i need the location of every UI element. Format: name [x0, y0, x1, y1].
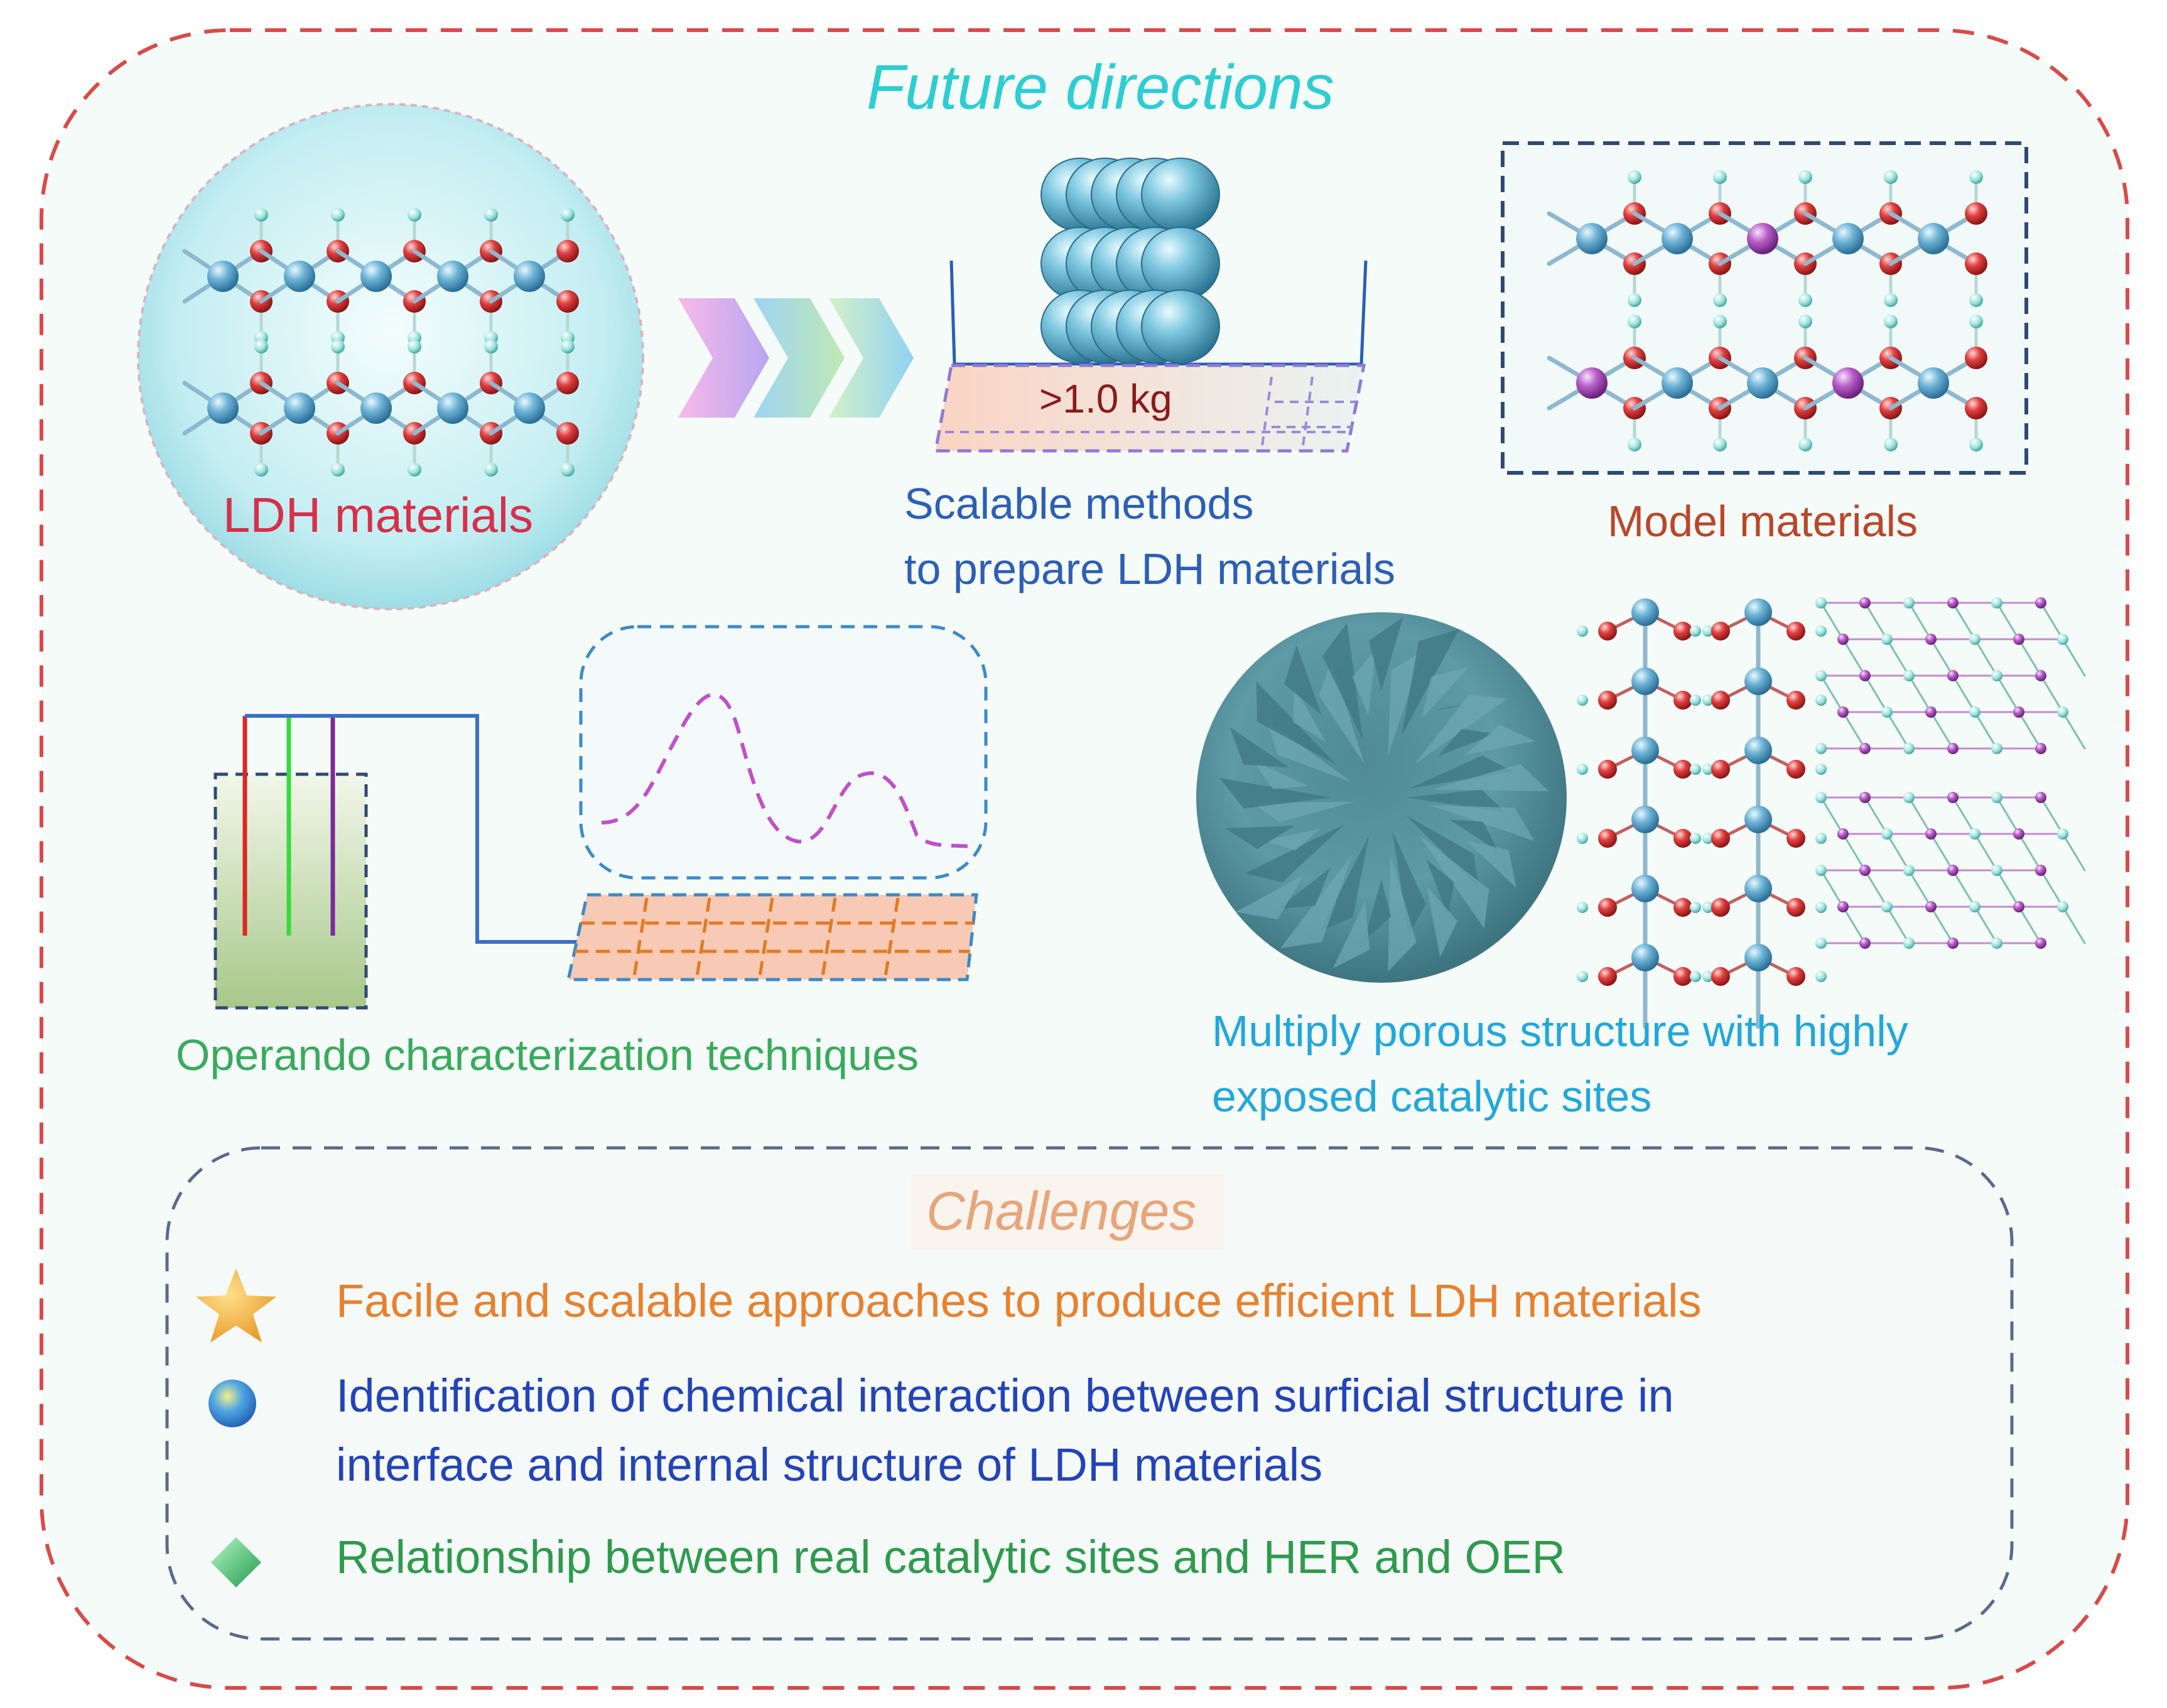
mass-label: >1.0 kg [1039, 376, 1172, 421]
challenge-2-line-1: Identification of chemical interaction b… [336, 1370, 1674, 1422]
lattice-structure-illustration [1577, 597, 2086, 1029]
sphere-bullet-icon [208, 1380, 256, 1427]
porous-flower-illustration [1196, 612, 1567, 983]
challenge-item-2: Identification of chemical interaction b… [336, 1361, 1674, 1500]
scale-up-reactor-illustration [933, 158, 1368, 453]
chevron-arrow-icon [678, 298, 914, 418]
model-materials-label: Model materials [1608, 497, 1918, 546]
porous-line-2: exposed catalytic sites [1212, 1072, 1652, 1121]
challenge-item-3: Relationship between real catalytic site… [336, 1523, 1565, 1592]
star-icon [196, 1268, 276, 1343]
ldh-bubble-illustration [137, 103, 644, 610]
diamond-icon [211, 1537, 261, 1587]
scalable-line-1: Scalable methods [904, 479, 1254, 528]
challenge-item-1: Facile and scalable approaches to produc… [336, 1267, 1702, 1336]
scalable-methods-label: Scalable methods to prepare LDH material… [904, 471, 1395, 602]
porous-line-1: Multiply porous structure with highly [1212, 1007, 1908, 1056]
challenges-title: Challenges [926, 1181, 1197, 1241]
challenge-1-line-1: Facile and scalable approaches to produc… [336, 1275, 1702, 1327]
challenge-3-line-1: Relationship between real catalytic site… [336, 1531, 1565, 1583]
figure-title: Future directions [867, 52, 1334, 122]
operando-label: Operando characterization techniques [176, 1030, 919, 1079]
operando-setup-illustration [213, 625, 988, 1010]
porous-structure-label: Multiply porous structure with highly ex… [1212, 998, 1908, 1129]
ldh-materials-label: LDH materials [223, 487, 534, 543]
challenge-2-line-2: interface and internal structure of LDH … [336, 1439, 1323, 1491]
challenges-box [165, 1146, 2014, 1641]
scalable-line-2: to prepare LDH materials [904, 544, 1395, 593]
model-materials-illustration [1501, 141, 2028, 475]
